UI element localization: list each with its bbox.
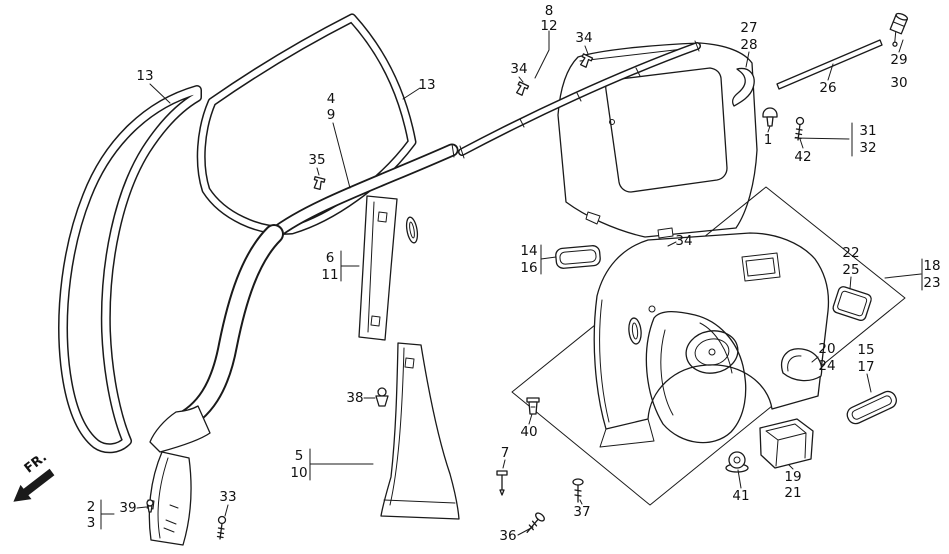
pocket-19-21 [759,418,814,469]
lid-22-25 [832,286,872,321]
center-pillar-lower-garnish [380,342,460,520]
clip-35 [311,176,326,191]
clip-40 [526,397,540,415]
screw-36 [526,512,545,533]
cap-20-24 [781,348,823,382]
center-pillar-upper-garnish [358,195,398,341]
door-seal-rear [196,13,417,235]
clip-1 [762,107,778,127]
leader-lines [100,30,923,536]
door-seal-front [58,85,202,454]
roof-side-garnish [458,40,701,159]
front-pillar-lower-garnish [146,451,192,546]
lid-14-16 [555,245,601,269]
pin-7 [496,470,508,496]
screw-33 [216,515,227,540]
screw-42 [794,116,805,141]
grommet-41 [725,451,749,473]
clip-39 [146,499,154,513]
screw-37 [572,478,584,503]
lid-15-17 [846,390,897,425]
quarter-window-trim-panel [557,42,758,239]
hook-27-28 [731,67,755,107]
clip-38 [375,387,389,407]
fr-arrow-icon [13,468,55,502]
fr-direction-indicator: FR. [13,450,55,502]
rod-26 [776,39,883,90]
front-pillar-garnish [149,143,459,453]
valve-29-30 [889,12,909,47]
quarter-lining-panel [593,232,830,448]
clip-34-b [514,81,530,97]
